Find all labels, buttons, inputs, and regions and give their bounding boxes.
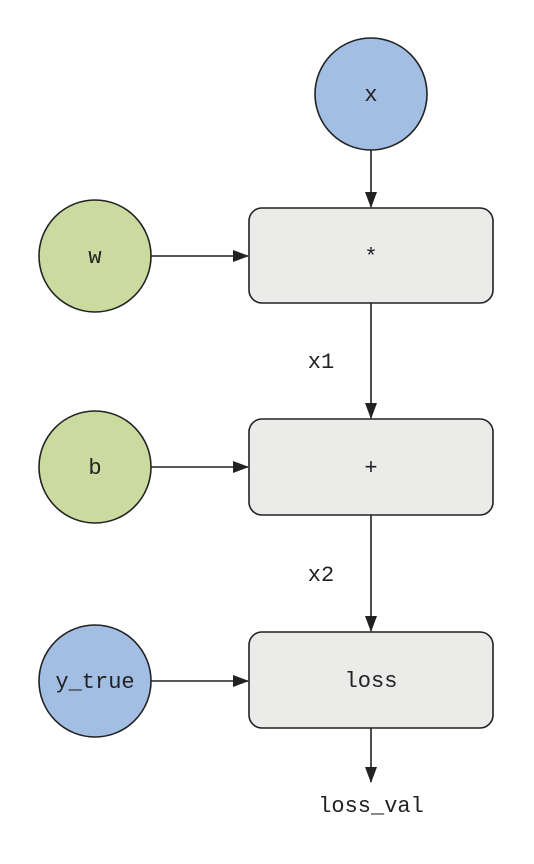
edge-label-loss-val: loss_val [318,794,424,819]
node-w-label: w [88,245,101,270]
op-add-label: + [364,456,377,481]
edges [151,150,377,783]
edge-label-x1: x1 [308,350,334,375]
op-mul-label: * [364,245,377,270]
op-add: + [248,418,494,516]
node-x: x [314,37,428,151]
node-x-label: x [364,83,377,108]
node-b: b [38,410,152,524]
node-x-circle [314,37,428,151]
op-add-box [248,418,494,516]
op-loss-box [248,631,494,729]
node-y-true-label: y_true [55,670,134,695]
op-loss-label: loss [345,669,398,694]
node-w-circle [38,199,152,313]
op-mul: * [248,207,494,304]
node-b-circle [38,410,152,524]
node-b-label: b [88,456,101,481]
op-mul-box [248,207,494,304]
node-y-true: y_true [38,624,152,738]
op-loss: loss [248,631,494,729]
node-w: w [38,199,152,313]
edge-label-x2: x2 [308,563,334,588]
node-y-true-circle [38,624,152,738]
